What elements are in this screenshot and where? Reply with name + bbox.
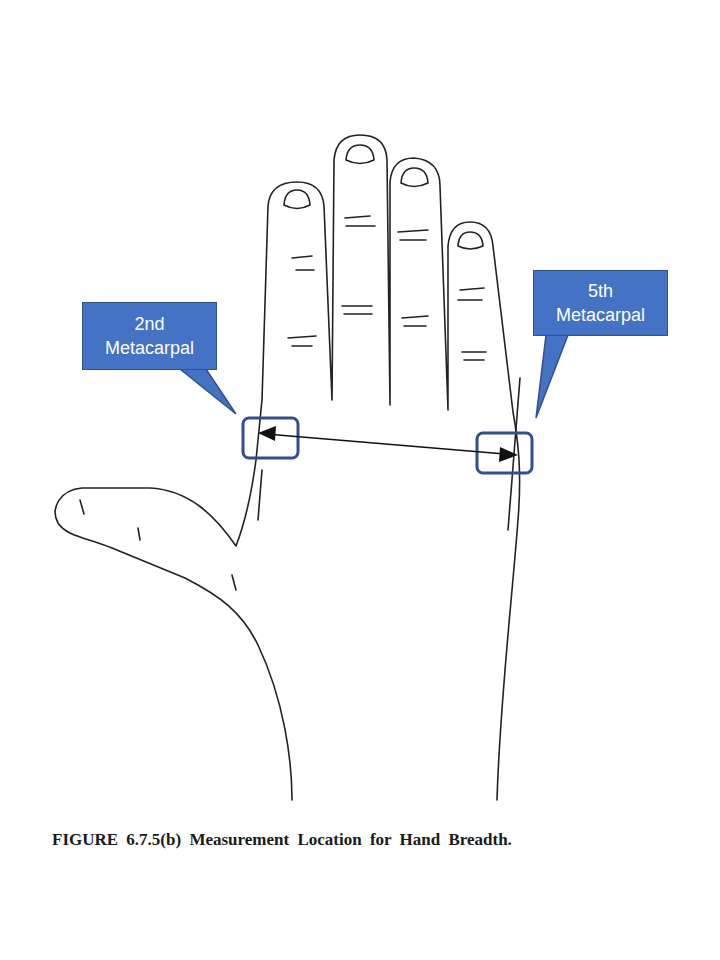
callout-box: 2nd Metacarpal xyxy=(82,302,217,370)
measurement-line xyxy=(266,434,505,454)
fingernail xyxy=(401,168,428,187)
arrowhead xyxy=(499,447,518,462)
measurement-box xyxy=(243,418,298,458)
fingernail xyxy=(346,145,374,164)
measurement-markers xyxy=(243,418,532,473)
callout-box: 5th Metacarpal xyxy=(533,270,668,336)
callout-tail xyxy=(536,335,568,418)
thumb-crease xyxy=(80,500,236,590)
callout-tail xyxy=(180,369,236,414)
hand-outline xyxy=(55,135,519,800)
figure-caption: FIGURE 6.7.5(b) Measurement Location for… xyxy=(52,830,692,850)
edge-tick xyxy=(258,470,262,520)
callout-label: 5th Metacarpal xyxy=(553,279,648,328)
finger-crease xyxy=(288,216,486,360)
callout-label: 2nd Metacarpal xyxy=(102,312,197,361)
hand-outline xyxy=(55,135,520,800)
callout-tails xyxy=(180,335,568,418)
arrowhead xyxy=(258,426,276,441)
fingernail xyxy=(284,190,310,209)
fingernail xyxy=(458,232,483,249)
